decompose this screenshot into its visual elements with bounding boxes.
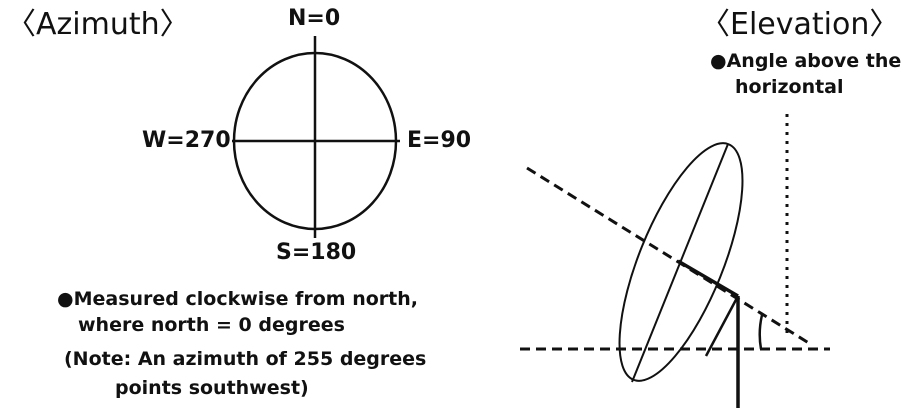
mount-post-bar bbox=[704, 295, 740, 357]
azimuth-note-line2: points southwest) bbox=[115, 377, 309, 399]
bullet-icon: ● bbox=[710, 50, 727, 72]
azimuth-title: 〈Azimuth〉 bbox=[6, 7, 190, 42]
dish-boom bbox=[677, 259, 739, 298]
west-label: W=270 bbox=[142, 128, 231, 153]
bullet-icon: ● bbox=[57, 288, 74, 310]
elevation-title: 〈Elevation〉 bbox=[700, 7, 900, 42]
north-label: N=0 bbox=[288, 6, 341, 31]
azimuth-bullet-line2: where north = 0 degrees bbox=[78, 314, 345, 336]
azimuth-note-line1: (Note: An azimuth of 255 degrees bbox=[64, 348, 427, 370]
line-of-sight bbox=[526, 166, 813, 347]
south-label: S=180 bbox=[276, 240, 357, 265]
east-label: E=90 bbox=[407, 128, 472, 153]
azimuth-bullet-line1: ●Measured clockwise from north, bbox=[57, 288, 418, 310]
elevation-angle-arc bbox=[758, 314, 764, 350]
elevation-bullet-line2: horizontal bbox=[735, 76, 844, 98]
elevation-bullet-line1: ●Angle above the bbox=[710, 50, 902, 72]
